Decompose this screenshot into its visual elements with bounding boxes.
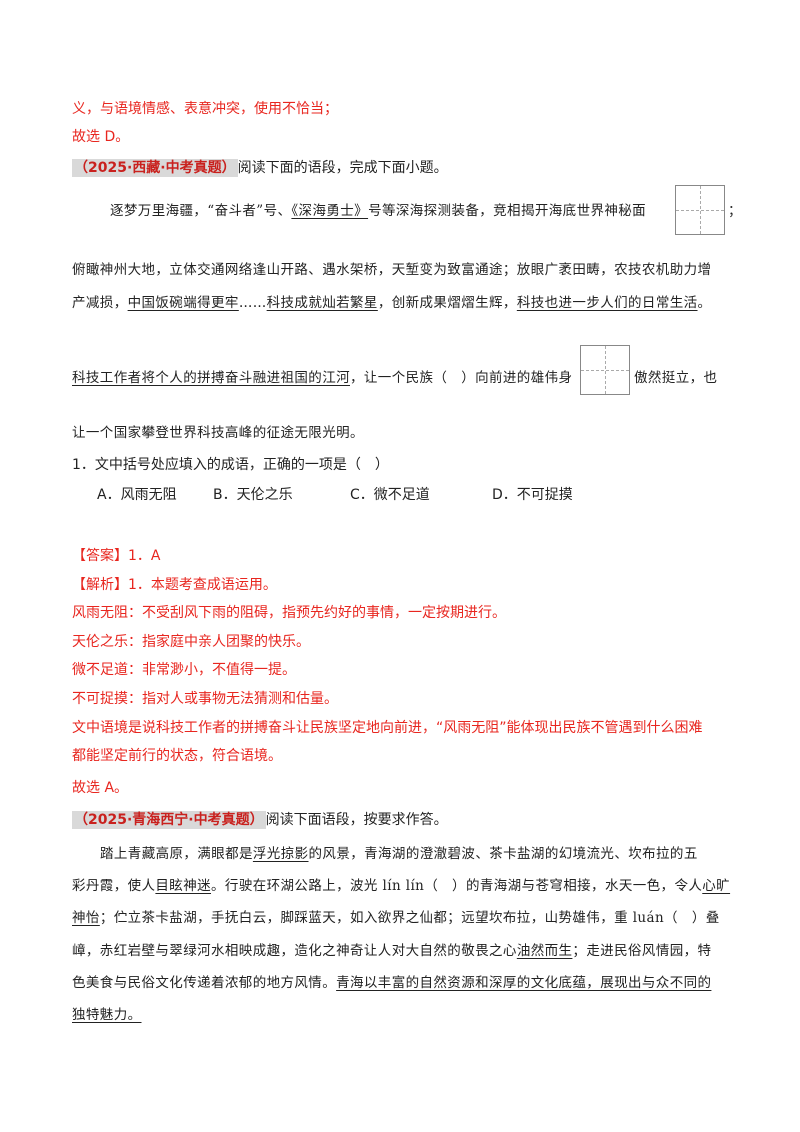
passage-underlined: 油然而生 — [516, 943, 573, 959]
passage-underlined: 科技成就灿若繁星 — [266, 295, 378, 311]
passage-underlined: 神怡 — [72, 910, 100, 926]
question-header-1: （2025·西藏·中考真题）阅读下面的语段，完成下面小题。 — [72, 158, 448, 178]
passage-underlined: 独特魅力。 — [72, 1007, 142, 1023]
passage-line: 科技工作者将个人的拼搏奋斗融进祖国的江河，让一个民族（ ）向前进的雄伟身 — [72, 368, 572, 388]
analysis-line: 天伦之乐：指家庭中亲人团聚的快乐。 — [72, 634, 310, 650]
passage-underlined: 中国饭碗端得更牢 — [127, 295, 239, 311]
passage-text: …… — [238, 295, 267, 311]
question-stem: 1．文中括号处应填入的成语，正确的一项是（ ） — [72, 457, 389, 473]
passage-text: 开海底世界神秘面 — [534, 203, 647, 219]
question-intro: 阅读下面的语段，完成下面小题。 — [237, 160, 448, 176]
passage-underlined: 青海以丰富的自然资源和深厚的文化底蕴，展现出与众不同的 — [336, 975, 712, 991]
prev-analysis-line: 义，与语境情感、表意冲突，使用不恰当； — [72, 101, 338, 117]
passage-line: 踏上青藏高原，满眼都是浮光掠影的风景，青海湖的澄澈碧波、茶卡盐湖的幻境流光、坎布… — [100, 844, 698, 864]
passage-line: 逐梦万里海疆，“奋斗者”号、《深海勇士》号等深海探测装备，竞相揭开海底世界神秘面 — [110, 201, 646, 221]
analysis-line: 不可捉摸：指对人或事物无法猜测和估量。 — [72, 691, 338, 707]
analysis-line: 文中语境是说科技工作者的拼搏奋斗让民族坚定地向前进，“风雨无阻”能体现出民族不管… — [72, 720, 703, 736]
passage-text: 彩丹霞，使人 — [72, 878, 156, 894]
passage-text: ；走进民俗风情园，特 — [572, 943, 712, 959]
passage-underlined: 目眩神迷 — [155, 878, 212, 894]
passage-text: 色美食与民俗文化传递着浓郁的地方风情。 — [72, 975, 337, 991]
passage-text: 。行驶在环湖公路上，波光 lín lín（ ）的青海湖与苍穹相接，水天一色，令人 — [211, 878, 703, 894]
option-c[interactable]: C．微不足道 — [350, 487, 430, 503]
passage-line: 让一个国家攀登世界科技高峰的征途无限光明。 — [72, 425, 364, 441]
option-a[interactable]: A．风雨无阻 — [97, 487, 177, 503]
passage-line: 色美食与民俗文化传递着浓郁的地方风情。青海以丰富的自然资源和深厚的文化底蕴，展现… — [72, 973, 711, 993]
passage-text: 号等深海探测装备，竞相揭 — [368, 203, 535, 219]
passage-line: 产减损，中国饭碗端得更牢……科技成就灿若繁星，创新成果熠熠生辉，科技也进一步人们… — [72, 293, 711, 313]
question-header-2: （2025·青海西宁·中考真题）阅读下面语段，按要求作答。 — [72, 810, 448, 830]
passage-underlined: 心旷 — [702, 878, 731, 894]
passage-text: ； — [728, 203, 742, 219]
passage-text: 产减损， — [72, 295, 128, 311]
analysis-line: 故选 A。 — [72, 780, 129, 796]
analysis-line: 【解析】1．本题考查成语运用。 — [72, 577, 277, 593]
passage-text: ；伫立茶卡盐湖，手抚白云，脚踩蓝天，如入欲界之仙都；远望坎布拉，山势雄伟，重 l… — [99, 910, 720, 926]
passage-underlined: 浮光掠影 — [252, 846, 309, 862]
passage-text: 踏上青藏高原，满眼都是 — [100, 846, 253, 862]
option-d[interactable]: D．不可捉摸 — [492, 487, 573, 503]
source-tag: （2025·西藏·中考真题） — [72, 159, 238, 177]
passage-text: 的风景，青海湖的澄澈碧波、茶卡盐湖的幻境流光、坎布拉的五 — [308, 846, 698, 862]
tianzi-box[interactable] — [580, 345, 630, 395]
passage-line: 嶂，赤红岩壁与翠绿河水相映成趣，造化之神奇让人对大自然的敬畏之心油然而生；走进民… — [72, 941, 711, 961]
passage-text: ，让一个民族（ ）向前进的雄伟身 — [350, 370, 573, 386]
passage-line: 神怡；伫立茶卡盐湖，手抚白云，脚踩蓝天，如入欲界之仙都；远望坎布拉，山势雄伟，重… — [72, 908, 720, 928]
passage-line: 彩丹霞，使人目眩神迷。行驶在环湖公路上，波光 lín lín（ ）的青海湖与苍穹… — [72, 876, 730, 896]
passage-text: 逐梦万里海疆，“奋斗者”号、 — [110, 203, 292, 219]
passage-text: 傲然挺立，也 — [634, 370, 718, 386]
passage-text: 嶂，赤红岩壁与翠绿河水相映成趣，造化之神奇让人对大自然的敬畏之心 — [72, 943, 517, 959]
passage-text: ，创新成果熠熠生辉， — [377, 295, 517, 311]
passage-underlined: 科技也进一步人们的日常生活 — [516, 295, 698, 311]
tianzi-box[interactable] — [675, 185, 725, 235]
passage-underlined: 《深海勇士》 — [291, 203, 369, 219]
prev-answer-line: 故选 D。 — [72, 129, 130, 145]
passage-line: 独特魅力。 — [72, 1005, 142, 1025]
source-tag: （2025·青海西宁·中考真题） — [72, 811, 266, 829]
answer-line: 【答案】1．A — [72, 548, 161, 564]
passage-line: 俯瞰神州大地，立体交通网络逢山开路、遇水架桥，天堑变为致富通途；放眼广袤田畴，农… — [72, 262, 712, 278]
question-intro: 阅读下面语段，按要求作答。 — [265, 812, 448, 828]
analysis-line: 风雨无阻：不受刮风下雨的阻碍，指预先约好的事情，一定按期进行。 — [72, 605, 506, 621]
analysis-line: 微不足道：非常渺小，不值得一提。 — [72, 662, 296, 678]
passage-text: 。 — [697, 295, 712, 311]
analysis-line: 都能坚定前行的状态，符合语境。 — [72, 748, 282, 764]
passage-underlined: 科技工作者将个人的拼搏奋斗融进祖国的江河 — [72, 370, 350, 386]
option-b[interactable]: B．天伦之乐 — [213, 487, 293, 503]
